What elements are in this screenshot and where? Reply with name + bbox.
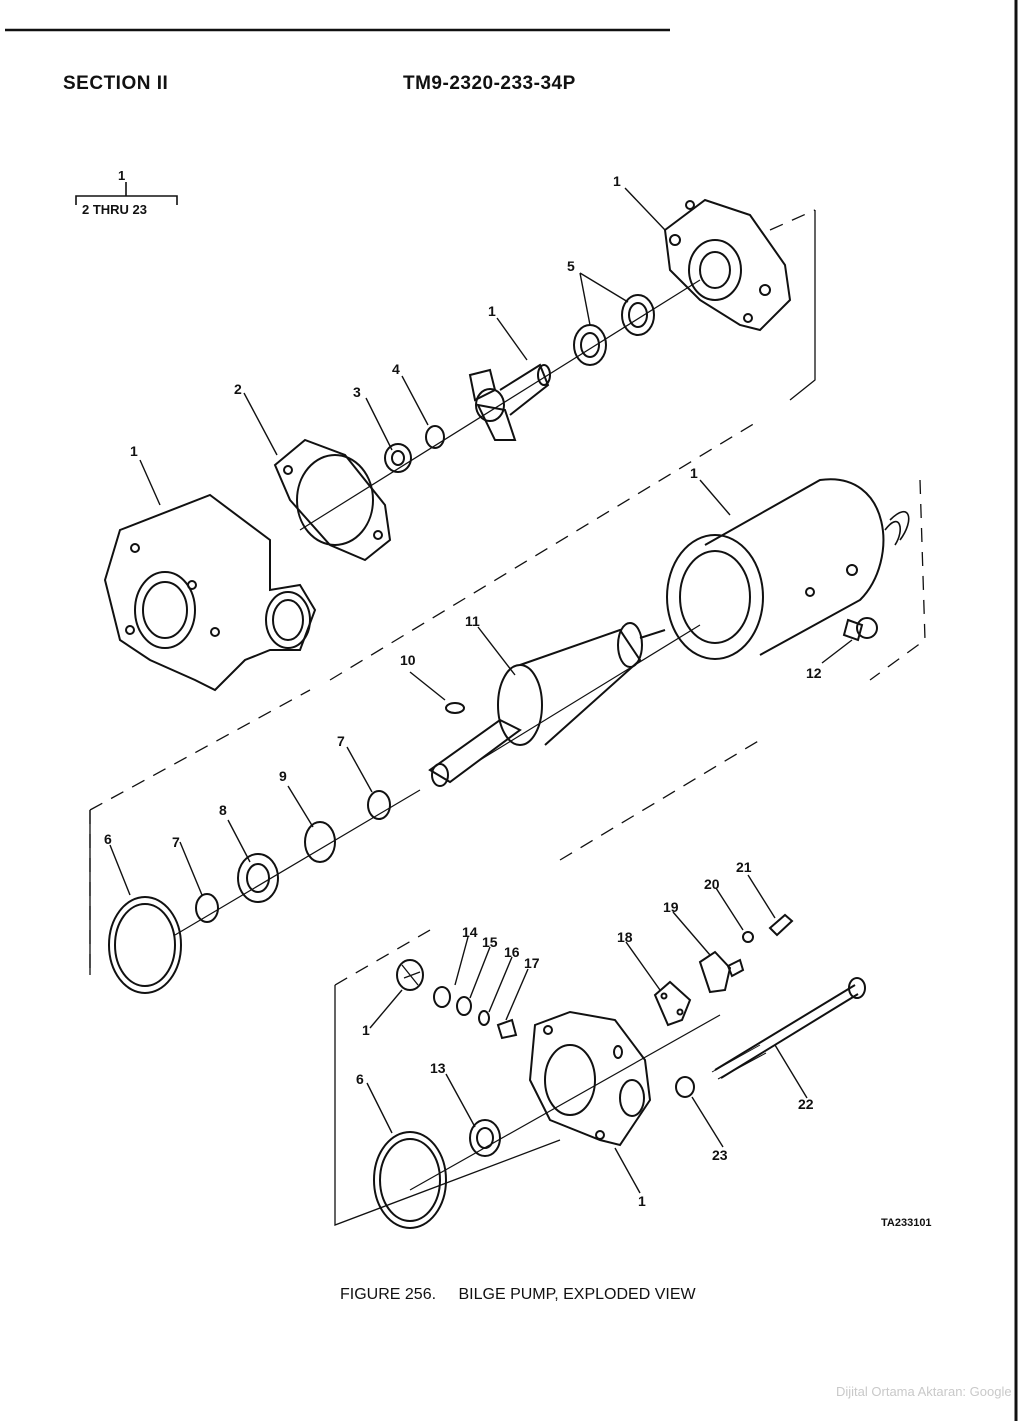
terminal-stud [496,1018,518,1040]
group-outline-head [789,210,816,401]
callout-8: 8 [219,802,227,818]
lock-washer [742,931,754,943]
indenture-key-bottom: 2 THRU 23 [82,202,148,217]
group-outline-motor [89,419,926,970]
callout-3: 3 [353,384,361,400]
spring-ring [304,821,336,863]
callout-1c: 1 [130,443,138,459]
leader-lines [109,187,853,1194]
insulator [456,996,472,1016]
callout-labels: 1 5 1 4 3 2 1 1 11 10 12 7 9 8 7 6 21 20… [104,173,822,1209]
callout-10: 10 [400,652,416,668]
digitizer-watermark: Dijital Ortama Aktaran: Google [836,1384,1012,1399]
callout-1a: 1 [613,173,621,189]
callout-11: 11 [465,613,480,629]
callout-2: 2 [234,381,242,397]
impeller [468,363,551,441]
woodruff-key [445,702,465,714]
end-bearing [469,1119,501,1157]
tm-number: TM9-2320-233-34P [403,73,576,94]
callout-12: 12 [806,665,822,681]
axis-head [299,279,701,531]
group-outline-endbell [334,985,561,1226]
axis-endbell [409,1014,721,1191]
callout-19: 19 [663,899,679,915]
bearing [237,853,279,903]
cap-screw [768,913,794,937]
through-bolt [711,977,866,1080]
callout-21: 21 [736,859,752,875]
callout-1d: 1 [690,465,698,481]
washer [433,986,451,1008]
terminal-block [698,950,745,994]
motor-frame [666,478,910,660]
callout-7b: 7 [172,834,180,850]
callout-4: 4 [392,361,400,377]
callout-15: 15 [482,934,498,950]
o-ring [108,896,182,994]
callout-1e: 1 [362,1022,370,1038]
callout-14: 14 [462,924,478,940]
callout-7a: 7 [337,733,345,749]
callout-23: 23 [712,1147,728,1163]
lockwasher [425,425,445,449]
small-washer [478,1010,490,1026]
figure-caption: FIGURE 256. BILGE PUMP, EXPLODED VIEW [340,1286,696,1304]
section-heading: SECTION II [63,73,169,94]
figure-number: FIGURE 256. [340,1286,437,1303]
callout-6b: 6 [356,1071,364,1087]
figure-title: BILGE PUMP, EXPLODED VIEW [458,1286,696,1303]
callout-1f: 1 [638,1193,646,1209]
callout-20: 20 [704,876,720,892]
callout-16: 16 [504,944,520,960]
armature [428,622,666,787]
screw [842,617,878,642]
brush-spring [396,959,424,991]
callout-6a: 6 [104,831,112,847]
axis-motor [174,624,701,936]
key-bracket [75,182,178,205]
callout-22: 22 [798,1096,814,1112]
end-bell [528,1010,652,1147]
pump-housing [103,493,317,692]
terminal-plate [653,980,692,1027]
retaining-ring-2 [195,893,219,923]
nut [384,443,412,473]
callout-1b: 1 [488,303,496,319]
callout-13: 13 [430,1060,446,1076]
retaining-ring [367,790,391,820]
indenture-key-top: 1 [118,168,126,183]
figure-id: TA233101 [881,1217,932,1229]
callout-5: 5 [567,258,575,274]
bolt-washer [675,1076,695,1098]
callout-17: 17 [524,955,540,971]
end-o-ring [373,1131,447,1229]
pump-cover [663,198,792,332]
gasket [273,438,392,562]
callout-9: 9 [279,768,287,784]
callout-18: 18 [617,929,633,945]
